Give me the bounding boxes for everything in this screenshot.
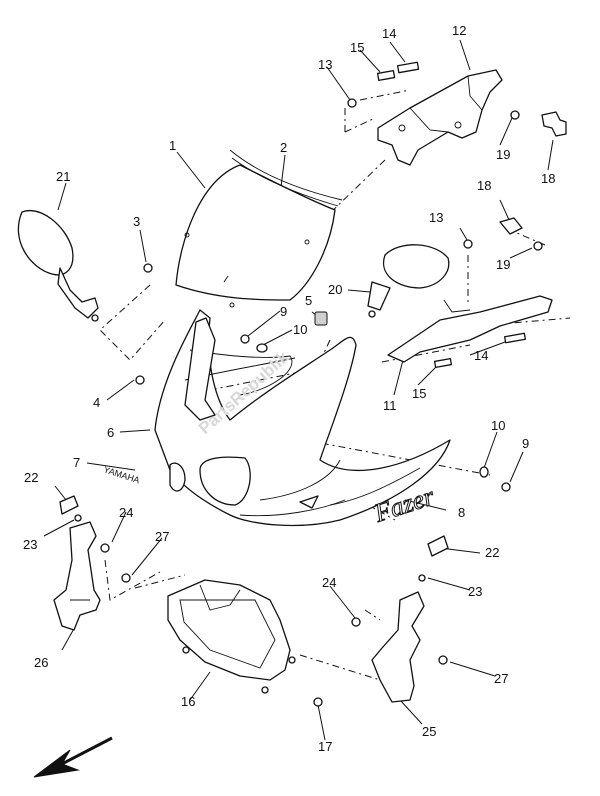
callout-5: 5	[305, 293, 312, 308]
callout-7: 7	[73, 455, 80, 470]
callout-17: 17	[318, 739, 332, 754]
callout-24-right: 24	[322, 575, 336, 590]
inner-panel	[184, 311, 328, 421]
arrow-icon	[33, 736, 113, 778]
callout-18-upper: 18	[477, 178, 491, 193]
callout-25: 25	[422, 724, 436, 739]
callout-24-left: 24	[119, 505, 133, 520]
left-mirror-21	[17, 209, 99, 322]
windscreen-1	[175, 149, 343, 308]
callout-19-upper: 19	[496, 147, 510, 162]
callout-13-right: 13	[429, 210, 443, 225]
callout-3: 3	[133, 214, 140, 229]
callout-6: 6	[107, 425, 114, 440]
callout-1: 1	[169, 138, 176, 153]
side-covers-22	[59, 495, 449, 557]
callout-labels: 1 2 3 4 5 6 7 8 9 10 9 10 11 12 13 13 14…	[23, 23, 555, 754]
callout-11: 11	[383, 398, 397, 413]
callout-15-right: 15	[412, 386, 426, 401]
callout-20: 20	[328, 282, 342, 297]
callout-16: 16	[181, 694, 195, 709]
callout-18-lower: 18	[541, 171, 555, 186]
callout-9-left: 9	[280, 304, 287, 319]
upper-bracket-12	[347, 61, 567, 166]
callout-23-left: 23	[23, 537, 37, 552]
callout-2: 2	[280, 140, 287, 155]
callout-14-right: 14	[474, 348, 488, 363]
left-stay-26	[53, 514, 131, 631]
fairing-text: YAMAHA	[102, 464, 141, 485]
headlight-bracket-16	[167, 579, 323, 707]
callout-21: 21	[56, 169, 70, 184]
callout-19-lower: 19	[496, 257, 510, 272]
callout-26: 26	[34, 655, 48, 670]
callout-10-right: 10	[491, 418, 505, 433]
lower-bracket-11	[387, 217, 553, 368]
callout-8: 8	[458, 505, 465, 520]
callout-13-top: 13	[318, 57, 332, 72]
callout-22-right: 22	[485, 545, 499, 560]
callout-10-left: 10	[293, 322, 307, 337]
callout-23-right: 23	[468, 584, 482, 599]
callout-27-right: 27	[494, 671, 508, 686]
right-mirror-20	[367, 244, 450, 318]
callout-22-left: 22	[24, 470, 38, 485]
callout-9-right: 9	[522, 436, 529, 451]
callout-12: 12	[452, 23, 466, 38]
callout-14-top: 14	[382, 26, 396, 41]
callout-15-top: 15	[350, 40, 364, 55]
callout-27-left: 27	[155, 529, 169, 544]
callout-4: 4	[93, 395, 100, 410]
right-stay-25	[351, 574, 448, 703]
screws	[135, 263, 511, 492]
